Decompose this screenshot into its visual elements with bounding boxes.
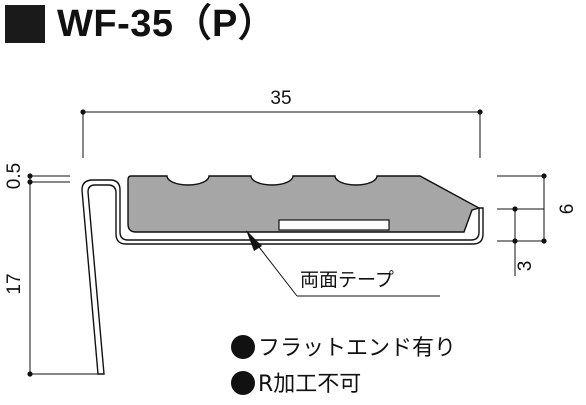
dimension-right-step-label: 3: [515, 261, 536, 272]
feature-flat-end: フラットエンド有り: [231, 334, 456, 364]
dimension-right-height-label: 6: [557, 204, 578, 215]
bullet-icon: [231, 371, 255, 395]
feature-flat-end-label: フラットエンド有り: [258, 336, 457, 361]
tape-callout-label: 両面テープ: [300, 269, 394, 291]
feature-r-processing: R加工不可: [231, 370, 361, 400]
metal-profile: [81, 179, 484, 375]
tape-callout: 両面テープ: [246, 230, 440, 297]
bullet-icon: [231, 335, 255, 359]
rubber-insert: [127, 175, 481, 233]
dimension-width: 35: [80, 88, 483, 158]
product-title: WF-35（P）: [57, 3, 277, 45]
double-sided-tape: [278, 219, 390, 231]
title-block: WF-35（P）: [5, 2, 276, 46]
dimension-right: 6 3: [497, 173, 578, 276]
dimension-thickness-label: 0.5: [4, 163, 25, 189]
dimension-height: 17 0.5: [4, 163, 100, 377]
dimension-width-label: 35: [270, 88, 291, 109]
title-square-icon: [5, 5, 45, 43]
dimension-height-label: 17: [4, 273, 25, 294]
feature-r-processing-label: R加工不可: [258, 372, 362, 397]
